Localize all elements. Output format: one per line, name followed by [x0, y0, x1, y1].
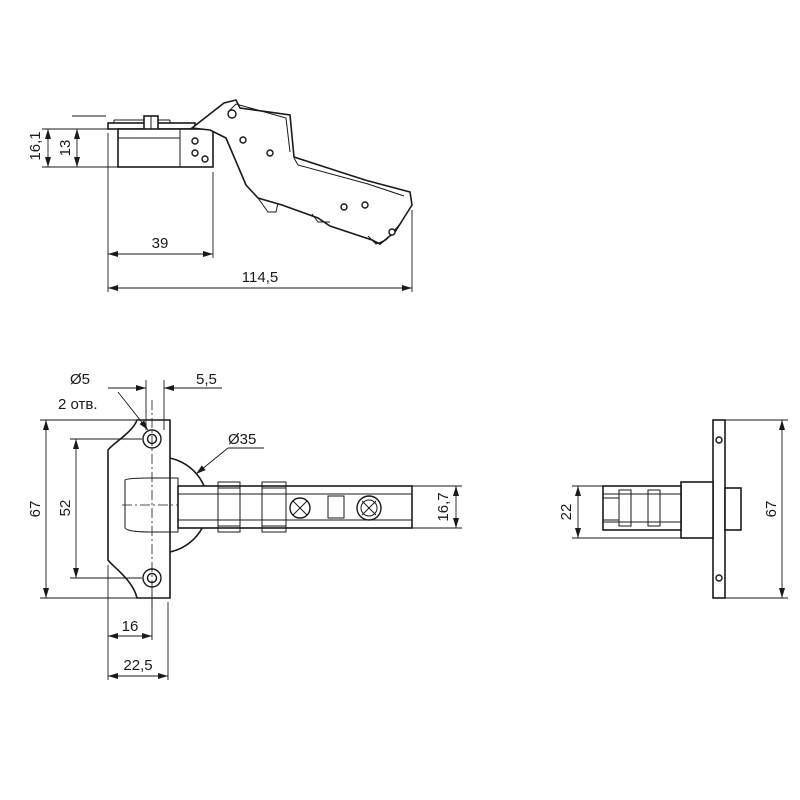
- mounting-hole-bottom: [142, 568, 162, 588]
- side-elevation-view: [107, 99, 413, 245]
- dim-hole-diameter: Ø5: [70, 371, 90, 388]
- dim-side-22: 22: [558, 504, 575, 521]
- dim-cup-diameter: Ø35: [228, 431, 256, 448]
- plate-body: [117, 128, 214, 168]
- cup-plate-outline: [107, 419, 171, 599]
- dim-offset-22-5: 22,5: [123, 657, 152, 674]
- adjustment-screw-left: [289, 497, 311, 519]
- end-view-dimensions: 22 67: [558, 419, 788, 599]
- dim-offset-16: 16: [122, 618, 139, 635]
- dim-width-39: 39: [152, 235, 169, 252]
- dim-hole-spacing-52: 52: [57, 500, 74, 517]
- dim-side-67: 67: [763, 501, 780, 518]
- dim-plate-height-67: 67: [27, 501, 44, 518]
- end-view-cup: [680, 481, 714, 539]
- side-elevation-dimensions: 16,1 13 39 114,5: [27, 115, 413, 292]
- end-view: [602, 419, 742, 599]
- dim-hole-count: 2 отв.: [58, 396, 98, 413]
- hinge-arm: [189, 99, 413, 245]
- dim-width-114-5: 114,5: [242, 269, 278, 286]
- dim-height-16-1: 16,1: [27, 131, 44, 160]
- end-view-plate: [712, 419, 726, 599]
- dim-offset-5-5: 5,5: [196, 371, 217, 388]
- dim-height-13: 13: [57, 140, 74, 157]
- end-view-arm: [602, 485, 682, 531]
- plan-view-dimensions: Ø5 2 отв. 5,5 Ø35 67 52 16,7 16 22,5: [27, 371, 462, 680]
- adjustment-screw-right: [356, 495, 382, 521]
- plan-view: [107, 400, 413, 612]
- dim-arm-width-16-7: 16,7: [435, 492, 452, 521]
